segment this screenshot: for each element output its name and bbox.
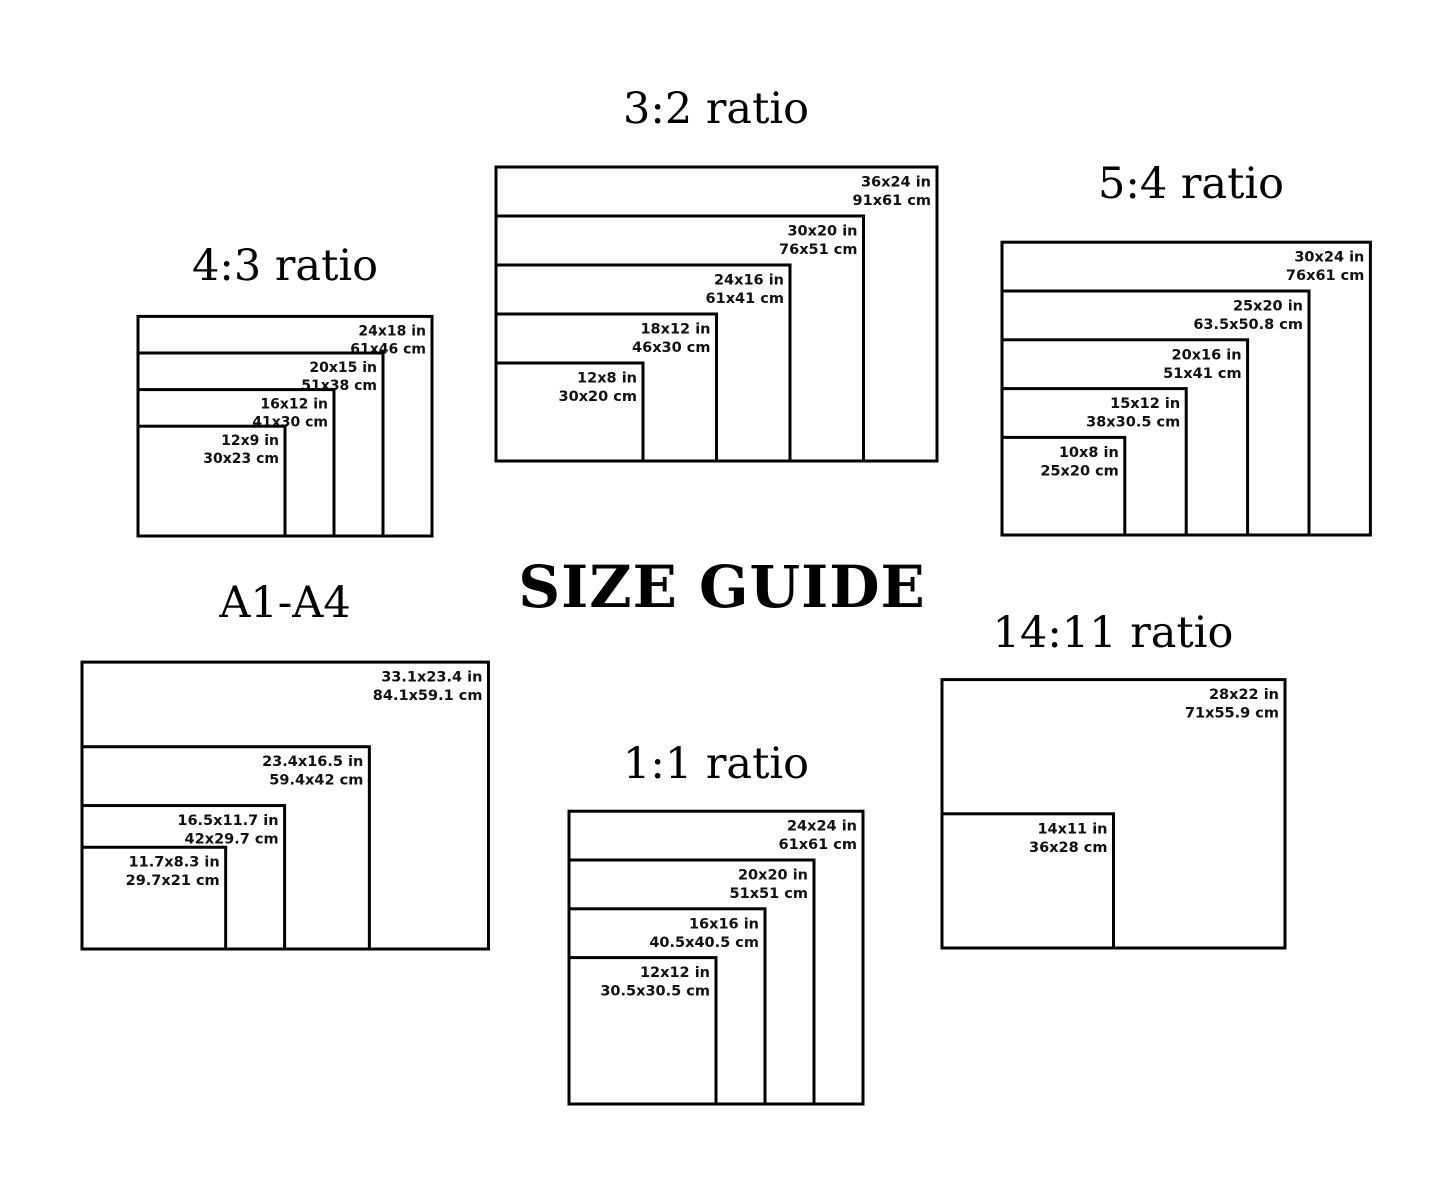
group-title-1-1: 1:1 ratio xyxy=(623,739,809,789)
size-label-in: 12x9 in xyxy=(221,433,279,449)
size-rect-ratio-4-3-3 xyxy=(136,424,287,538)
group-title-5-4: 5:4 ratio xyxy=(1098,159,1284,209)
size-label-cm: 40.5x40.5 cm xyxy=(649,935,759,951)
size-label-in: 15x12 in xyxy=(1110,396,1180,412)
size-label-cm: 91x61 cm xyxy=(853,193,931,209)
size-label-in: 10x8 in xyxy=(1059,445,1119,461)
size-label-in: 12x8 in xyxy=(577,371,637,387)
size-label-cm: 61x61 cm xyxy=(779,837,857,853)
group-title-4-3: 4:3 ratio xyxy=(192,241,378,291)
size-label-in: 14x11 in xyxy=(1037,821,1107,837)
size-label-cm: 46x30 cm xyxy=(632,340,710,356)
size-rect-ratio-3-2-4 xyxy=(494,361,645,463)
size-label-in: 30x20 in xyxy=(787,224,857,240)
group-title-a1-a4: A1-A4 xyxy=(219,578,351,628)
size-label-in: 11.7x8.3 in xyxy=(129,855,220,871)
size-group-a1-a4: 33.1x23.4 in 84.1x59.1 cm 23.4x16.5 in 59.4… xyxy=(80,660,490,951)
size-label-in: 23.4x16.5 in xyxy=(262,754,363,770)
size-label-in: 20x20 in xyxy=(738,868,808,884)
size-label-cm: 76x51 cm xyxy=(779,242,857,258)
size-label-cm: 42x29.7 cm xyxy=(185,832,279,848)
size-label-in: 18x12 in xyxy=(640,322,710,338)
size-label-in: 30x24 in xyxy=(1294,250,1364,266)
size-label-cm: 71x55.9 cm xyxy=(1185,706,1279,722)
size-label-cm: 61x41 cm xyxy=(706,291,784,307)
size-group-ratio-14-11: 28x22 in 71x55.9 cm 14x11 in 36x28 cm xyxy=(940,678,1287,950)
size-label-cm: 38x30.5 cm xyxy=(1086,415,1180,431)
size-rect-a1-a4-3 xyxy=(80,845,228,951)
size-label-in: 20x16 in xyxy=(1172,347,1242,363)
size-label-cm: 30.5x30.5 cm xyxy=(600,984,710,1000)
size-label-in: 16.5x11.7 in xyxy=(177,813,278,829)
size-label-cm: 30x23 cm xyxy=(203,451,279,467)
size-group-ratio-3-2: 36x24 in 91x61 cm 30x20 in 76x51 cm 24x16 in… xyxy=(494,165,939,463)
size-label-in: 33.1x23.4 in xyxy=(381,670,482,686)
size-label-cm: 51x38 cm xyxy=(301,378,377,394)
size-label-in: 28x22 in xyxy=(1209,687,1279,703)
size-label-cm: 36x28 cm xyxy=(1029,840,1107,856)
size-label-cm: 63.5x50.8 cm xyxy=(1193,317,1303,333)
size-guide-title: SIZE GUIDE xyxy=(518,553,926,621)
size-label-in: 16x16 in xyxy=(689,916,759,932)
size-label-cm: 30x20 cm xyxy=(559,389,637,405)
size-label-in: 20x15 in xyxy=(309,360,377,376)
size-label-in: 36x24 in xyxy=(861,175,931,191)
size-label-cm: 25x20 cm xyxy=(1040,463,1118,479)
size-group-ratio-5-4: 30x24 in 76x61 cm 25x20 in 63.5x50.8 cm 20x1… xyxy=(1000,240,1372,537)
size-label-in: 24x18 in xyxy=(358,323,426,339)
size-label-cm: 76x61 cm xyxy=(1286,268,1364,284)
size-label-in: 12x12 in xyxy=(640,965,710,981)
size-label-in: 24x24 in xyxy=(787,819,857,835)
size-group-ratio-4-3: 24x18 in 61x46 cm 20x15 in 51x38 cm 16x12 in… xyxy=(136,314,434,538)
size-label-cm: 84.1x59.1 cm xyxy=(373,688,483,704)
size-label-cm: 51x51 cm xyxy=(730,886,808,902)
size-rect-ratio-14-11-1 xyxy=(940,812,1115,950)
size-label-in: 16x12 in xyxy=(260,397,328,413)
size-label-in: 25x20 in xyxy=(1233,299,1303,315)
size-label-cm: 29.7x21 cm xyxy=(126,873,220,889)
size-label-cm: 51x41 cm xyxy=(1163,366,1241,382)
size-rect-ratio-1-1-3 xyxy=(567,956,718,1106)
group-title-3-2: 3:2 ratio xyxy=(623,84,809,134)
size-label-cm: 61x46 cm xyxy=(350,341,426,357)
size-rect-ratio-5-4-4 xyxy=(1000,435,1127,537)
group-title-14-11: 14:11 ratio xyxy=(992,608,1234,658)
size-group-ratio-1-1: 24x24 in 61x61 cm 20x20 in 51x51 cm 16x16 in… xyxy=(567,809,865,1106)
size-label-cm: 59.4x42 cm xyxy=(269,773,363,789)
size-label-cm: 41x30 cm xyxy=(252,415,328,431)
size-label-in: 24x16 in xyxy=(714,273,784,289)
